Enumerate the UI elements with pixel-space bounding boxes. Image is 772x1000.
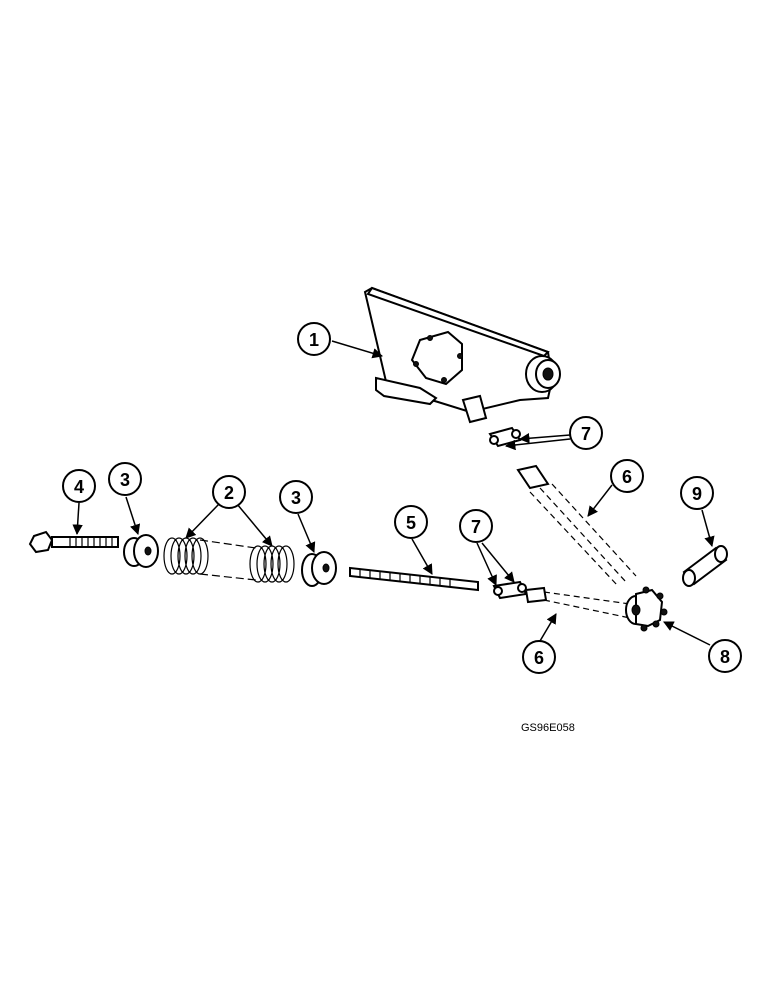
svg-text:6: 6 xyxy=(622,467,632,487)
spacer-cup-left-part xyxy=(123,534,159,568)
callout-1: 1 xyxy=(297,322,331,356)
bolt-part xyxy=(28,530,119,554)
callout-8: 8 xyxy=(708,639,742,673)
callout-4: 4 xyxy=(62,469,96,503)
svg-text:6: 6 xyxy=(534,648,544,668)
drawing-code-label: GS96E058 xyxy=(521,722,575,734)
chain-lower-run-part xyxy=(524,586,631,619)
svg-text:3: 3 xyxy=(291,488,301,508)
callout-7-lower: 7 xyxy=(459,509,493,543)
chain-link-upper-part xyxy=(488,426,522,448)
svg-text:7: 7 xyxy=(471,517,481,537)
svg-text:2: 2 xyxy=(224,483,234,503)
sleeve-part xyxy=(682,545,728,587)
callout-3-left: 3 xyxy=(108,462,142,496)
sprocket-part xyxy=(625,586,668,632)
callout-2: 2 xyxy=(212,475,246,509)
svg-text:4: 4 xyxy=(74,477,84,497)
callout-5: 5 xyxy=(394,505,428,539)
svg-text:3: 3 xyxy=(120,470,130,490)
spring-assembly-part xyxy=(163,537,295,583)
callout-7-upper: 7 xyxy=(569,416,603,450)
svg-text:5: 5 xyxy=(406,513,416,533)
chain-upper-run-part xyxy=(516,464,637,587)
callout-6-upper: 6 xyxy=(610,459,644,493)
svg-text:7: 7 xyxy=(581,424,591,444)
callout-3-right: 3 xyxy=(279,480,313,514)
callout-6-lower: 6 xyxy=(522,640,556,674)
callout-9: 9 xyxy=(680,476,714,510)
threaded-rod-part xyxy=(349,566,479,592)
svg-text:8: 8 xyxy=(720,647,730,667)
svg-text:9: 9 xyxy=(692,484,702,504)
chain-link-lower-part xyxy=(492,580,528,600)
svg-text:1: 1 xyxy=(309,330,319,350)
mounting-plate-part xyxy=(363,286,561,424)
spacer-cup-right-part xyxy=(301,551,337,587)
leader-lines xyxy=(72,340,715,646)
